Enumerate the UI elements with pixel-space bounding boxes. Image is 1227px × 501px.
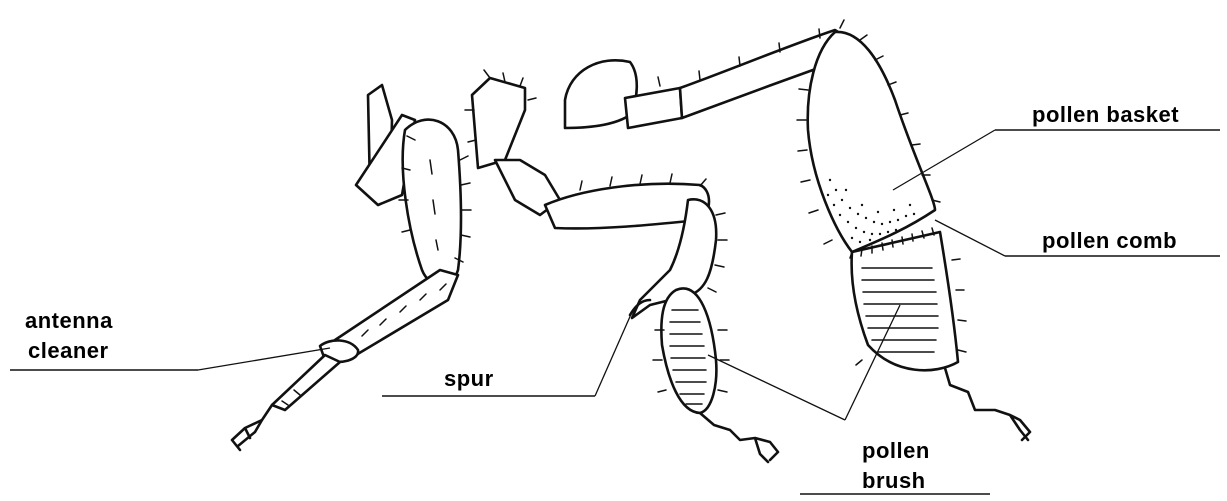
label-pollen-basket: pollen basket — [893, 102, 1220, 190]
middle-leg-coxa — [472, 78, 525, 168]
pollen-comb-label: pollen comb — [1042, 228, 1177, 253]
antenna-cleaner-leader — [198, 348, 330, 370]
hind-leg-foot — [945, 368, 1030, 440]
pollen-brush-basitarsus — [852, 232, 958, 370]
pollen-basket-label: pollen basket — [1032, 102, 1179, 127]
label-antenna-cleaner: antenna cleaner — [10, 308, 330, 370]
antenna-cleaner-label-line1: antenna — [25, 308, 113, 333]
spur-leader — [595, 312, 632, 396]
label-spur: spur — [382, 312, 632, 396]
label-pollen-comb: pollen comb — [935, 220, 1220, 256]
middle-leg-foot — [700, 413, 778, 462]
middle-leg — [465, 70, 778, 462]
spur-label: spur — [444, 366, 494, 391]
front-leg-foot — [232, 405, 272, 450]
pollen-brush-leader-left — [708, 355, 845, 420]
pollen-comb-leader — [935, 220, 1005, 256]
pollen-brush-label-line1: pollen — [862, 438, 930, 463]
front-leg-femur — [403, 120, 461, 285]
hind-leg — [565, 20, 1030, 440]
pollen-brush-label-line2: brush — [862, 468, 926, 493]
pollen-basket-tibia — [808, 32, 935, 252]
antenna-cleaner-label-line2: cleaner — [28, 338, 109, 363]
